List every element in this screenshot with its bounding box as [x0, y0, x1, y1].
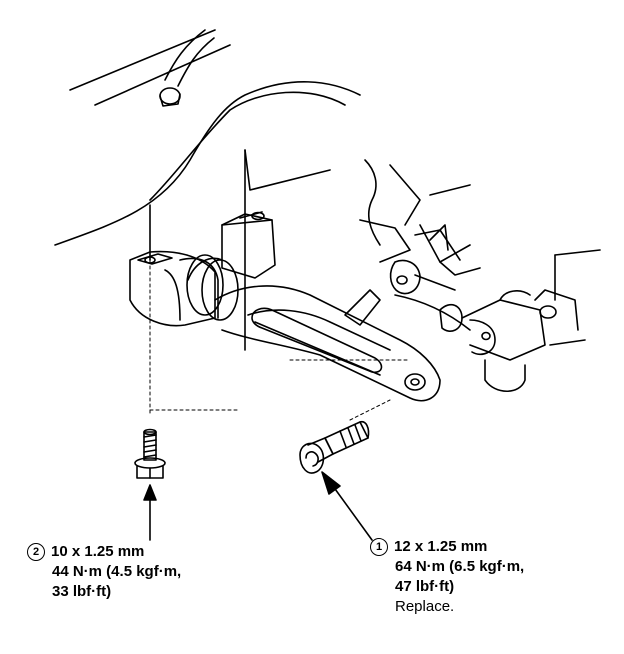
bolt-2 [134, 428, 166, 479]
torque-nm: 64 N·m (6.5 kgf·m, [395, 558, 525, 575]
callout-bolt-2: 2 10 x 1.25 mm 44 N·m (4.5 kgf·m, 33 lbf·… [27, 542, 181, 602]
bolt-size: 10 x 1.25 mm [51, 543, 145, 560]
arm-bracket [129, 211, 276, 327]
torque-nm: 44 N·m (4.5 kgf·m, [52, 563, 182, 580]
arm-bushing [186, 254, 239, 321]
trailing-arm [214, 285, 441, 402]
body-panel-outline [54, 29, 361, 351]
bolt-1 [299, 420, 370, 474]
torque-lbf: 47 lbf·ft) [395, 578, 455, 595]
leader-lines [149, 259, 411, 421]
arrow-head-2 [143, 484, 157, 501]
callout-arrows [143, 471, 373, 541]
callout-number-badge: 2 [27, 543, 45, 561]
callout-number-badge: 1 [370, 538, 388, 556]
callout-bolt-1: 1 12 x 1.25 mm 64 N·m (6.5 kgf·m, 47 lbf·… [370, 537, 524, 617]
arrow-head-1 [321, 471, 341, 495]
bolt-size: 12 x 1.25 mm [394, 538, 488, 555]
torque-lbf: 33 lbf·ft) [52, 583, 112, 600]
knuckle-assembly [344, 159, 601, 393]
replace-note: Replace. [395, 598, 455, 615]
hose-fitting [159, 29, 215, 107]
